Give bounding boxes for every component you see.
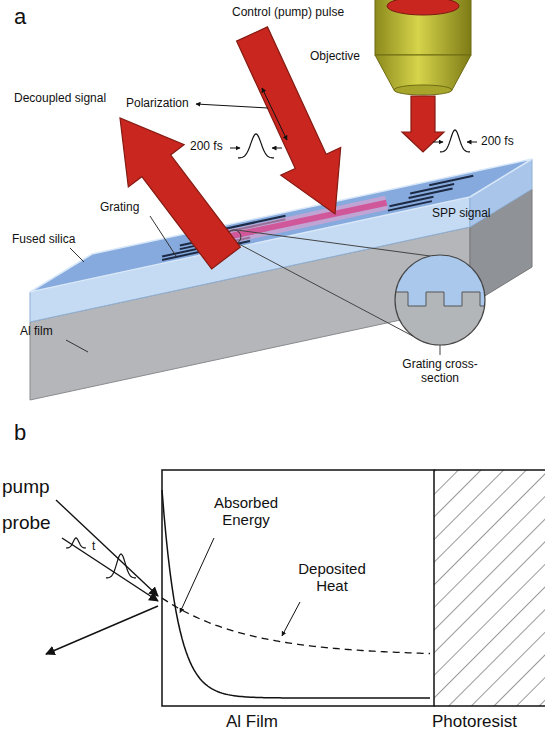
delay-label: t [92,540,95,554]
grating-line [429,176,473,186]
leader-arrow [180,538,214,612]
photoresist-edge [434,705,545,707]
reflected-beam [46,606,158,654]
part-label: Objective [310,50,360,64]
pulse-width-mark [230,148,240,149]
al-film-box [162,470,434,706]
leader-arrow [282,602,300,636]
pulse-width-mark [433,142,443,143]
part-label: Grating cross-section [390,358,490,386]
duration-label: 200 fs [190,140,223,154]
pump-beam [56,500,158,596]
leader-line [150,216,176,256]
material-label: Al film [20,325,53,339]
signal-label: SPP signal [432,207,490,221]
curve-label: Absorbed Energy [196,494,296,529]
material-label: Fused silica [12,233,75,247]
beam-label: pump [2,476,50,498]
pulse-shape [238,134,274,158]
objective-lens [394,85,452,95]
polarization-label: Polarization [126,97,189,111]
pulse-shape [66,538,86,548]
polarization-arrow [262,88,287,140]
deposited-heat-curve [162,598,430,654]
spp-signal-arrow [223,203,387,238]
pulse-width-mark [272,148,282,149]
layer-label: Al Film [226,712,278,732]
duration-label: 200 fs [481,135,514,149]
objective-body [375,0,471,55]
leader-line [440,345,441,355]
pulse-shape [440,130,470,152]
leader-line [66,340,88,352]
part-label: Grating [100,201,139,215]
absorbed-energy-curve [162,490,430,698]
magnify-line [236,230,430,256]
pulse-shape [106,554,136,578]
beam-label: probe [2,512,51,534]
curve-label: Deposited Heat [290,560,374,595]
photoresist-hatch [434,470,545,706]
panel-letter: a [14,4,26,29]
decoupled-arrow [120,118,240,269]
leader-line [70,248,84,262]
magnifier-outline [395,255,485,345]
probe-beam [62,538,158,601]
cross-section-silica [390,250,516,306]
probe-arrow [402,96,444,152]
signal-label: Decoupled signal [14,92,106,106]
objective-aperture [387,0,459,15]
polarization-leader [196,104,268,108]
panel-letter: b [14,420,26,445]
spp-glow [211,203,387,241]
photoresist-edge [434,469,545,471]
pulse-label: Control (pump) pulse [232,6,344,20]
pulse-width-mark [467,142,477,143]
layer-label: Photoresist [432,712,517,732]
